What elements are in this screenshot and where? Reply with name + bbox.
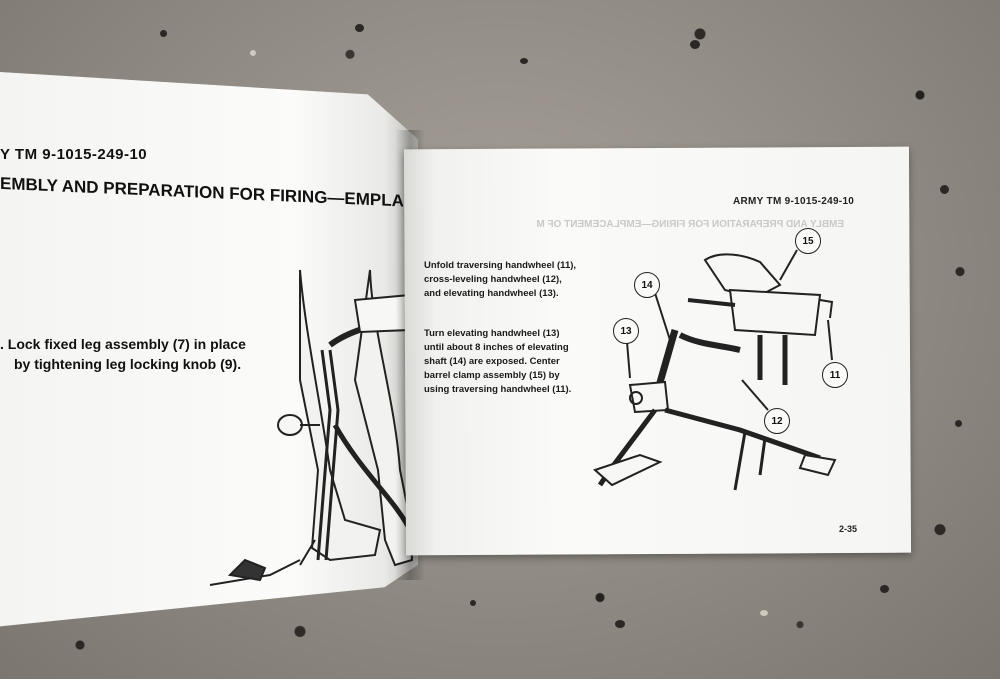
callout-12: 12 xyxy=(764,408,790,434)
leg-assembly-illustration xyxy=(209,269,414,586)
granite-speck xyxy=(470,600,476,606)
instruction-1-line-2: cross-leveling handwheel (12), xyxy=(424,274,562,285)
granite-speck xyxy=(880,585,889,593)
left-step-line-1: . Lock fixed leg assembly (7) in place xyxy=(0,336,246,352)
instruction-block-1: Unfold traversing handwheel (11), cross-… xyxy=(424,259,594,301)
left-step-line-2: by tightening leg locking knob (9). xyxy=(14,356,242,372)
left-page-header: Y TM 9-1015-249-10 xyxy=(0,146,148,163)
granite-speck xyxy=(615,620,625,628)
instruction-2-line-1: Turn elevating handwheel (13) xyxy=(424,328,560,339)
instruction-1-line-3: and elevating handwheel (13). xyxy=(424,288,559,299)
callout-13: 13 xyxy=(613,318,639,344)
instruction-2-line-2: until about 8 inches of elevating xyxy=(424,342,569,353)
instruction-2-line-4: barrel clamp assembly (15) by xyxy=(424,370,560,381)
instruction-2-line-5: using traversing handwheel (11). xyxy=(424,384,572,395)
granite-speck xyxy=(160,30,167,37)
callout-11: 11 xyxy=(822,362,848,388)
granite-speck xyxy=(955,420,962,427)
granite-speck xyxy=(940,185,949,194)
page-number: 2-35 xyxy=(839,524,858,534)
instruction-block-2: Turn elevating handwheel (13) until abou… xyxy=(424,327,594,397)
callout-15: 15 xyxy=(795,228,821,254)
left-page-step: . Lock fixed leg assembly (7) in place b… xyxy=(0,334,270,374)
instruction-2-line-3: shaft (14) are exposed. Center xyxy=(424,356,560,367)
granite-speck xyxy=(520,58,528,64)
right-page-header: ARMY TM 9-1015-249-10 xyxy=(733,196,855,207)
granite-speck xyxy=(760,610,768,616)
instruction-1-line-1: Unfold traversing handwheel (11), xyxy=(424,260,577,271)
granite-speck xyxy=(355,24,364,32)
granite-speck xyxy=(690,40,700,49)
granite-speck xyxy=(250,50,256,56)
callout-14: 14 xyxy=(634,272,660,298)
